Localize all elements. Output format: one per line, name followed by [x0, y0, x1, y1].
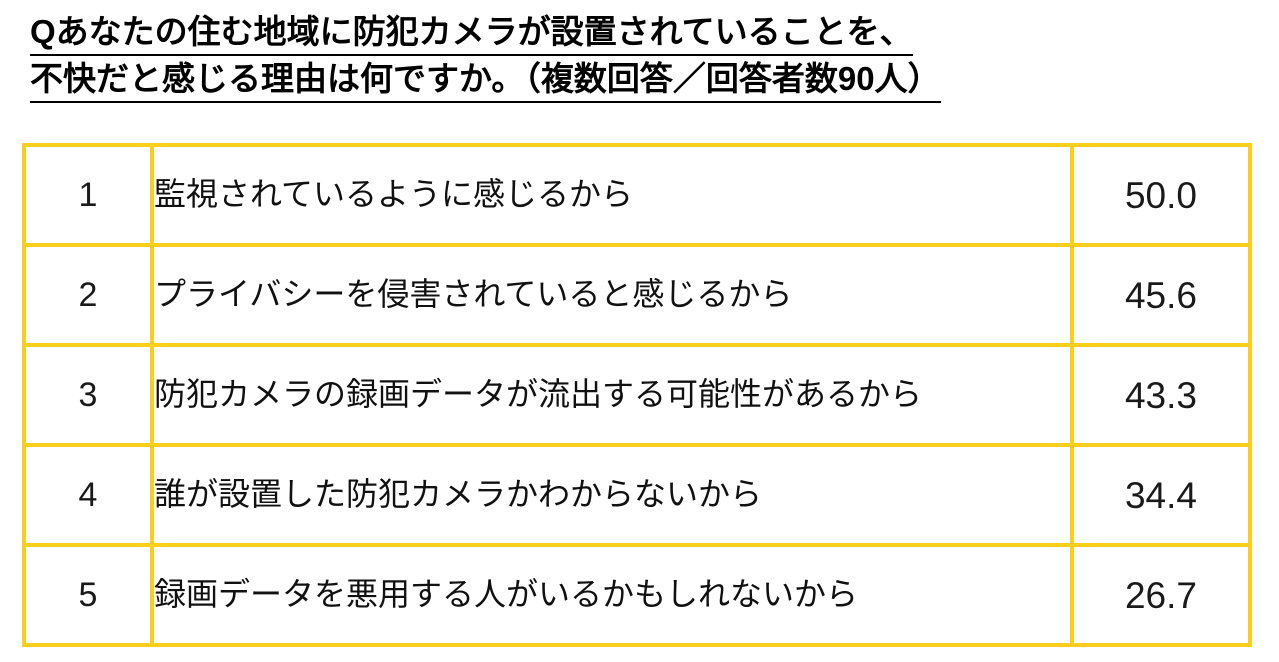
page-title: Qあなたの住む地域に防犯カメラが設置されていることを、 不快だと感じる理由は何で… — [30, 12, 1245, 103]
value-cell: 26.7 — [1070, 543, 1252, 647]
value-cell: 45.6 — [1070, 243, 1252, 347]
ranking-table: 1 監視されているように感じるから 50.0 2 プライバシーを侵害されていると… — [22, 143, 1252, 647]
page-title-line-2: 不快だと感じる理由は何ですか。（複数回答／回答者数90人） — [30, 59, 941, 103]
table-row: 2 プライバシーを侵害されていると感じるから 45.6 — [22, 243, 1252, 347]
reason-cell: 録画データを悪用する人がいるかもしれないから — [150, 543, 1074, 647]
rank-cell: 2 — [22, 243, 154, 347]
reason-cell: プライバシーを侵害されていると感じるから — [150, 243, 1074, 347]
table-row: 5 録画データを悪用する人がいるかもしれないから 26.7 — [22, 543, 1252, 647]
table-row: 4 誰が設置した防犯カメラかわからないから 34.4 — [22, 443, 1252, 547]
reason-cell: 防犯カメラの録画データが流出する可能性があるから — [150, 343, 1074, 447]
rank-cell: 5 — [22, 543, 154, 647]
rank-cell: 1 — [22, 143, 154, 247]
ranking-table-body: 1 監視されているように感じるから 50.0 2 プライバシーを侵害されていると… — [22, 143, 1252, 647]
reason-cell: 誰が設置した防犯カメラかわからないから — [150, 443, 1074, 547]
table-row: 3 防犯カメラの録画データが流出する可能性があるから 43.3 — [22, 343, 1252, 447]
value-cell: 34.4 — [1070, 443, 1252, 547]
reason-cell: 監視されているように感じるから — [150, 143, 1074, 247]
page-title-line-1: Qあなたの住む地域に防犯カメラが設置されていることを、 — [30, 12, 913, 56]
table-row: 1 監視されているように感じるから 50.0 — [22, 143, 1252, 247]
rank-cell: 3 — [22, 343, 154, 447]
value-cell: 50.0 — [1070, 143, 1252, 247]
rank-cell: 4 — [22, 443, 154, 547]
value-cell: 43.3 — [1070, 343, 1252, 447]
